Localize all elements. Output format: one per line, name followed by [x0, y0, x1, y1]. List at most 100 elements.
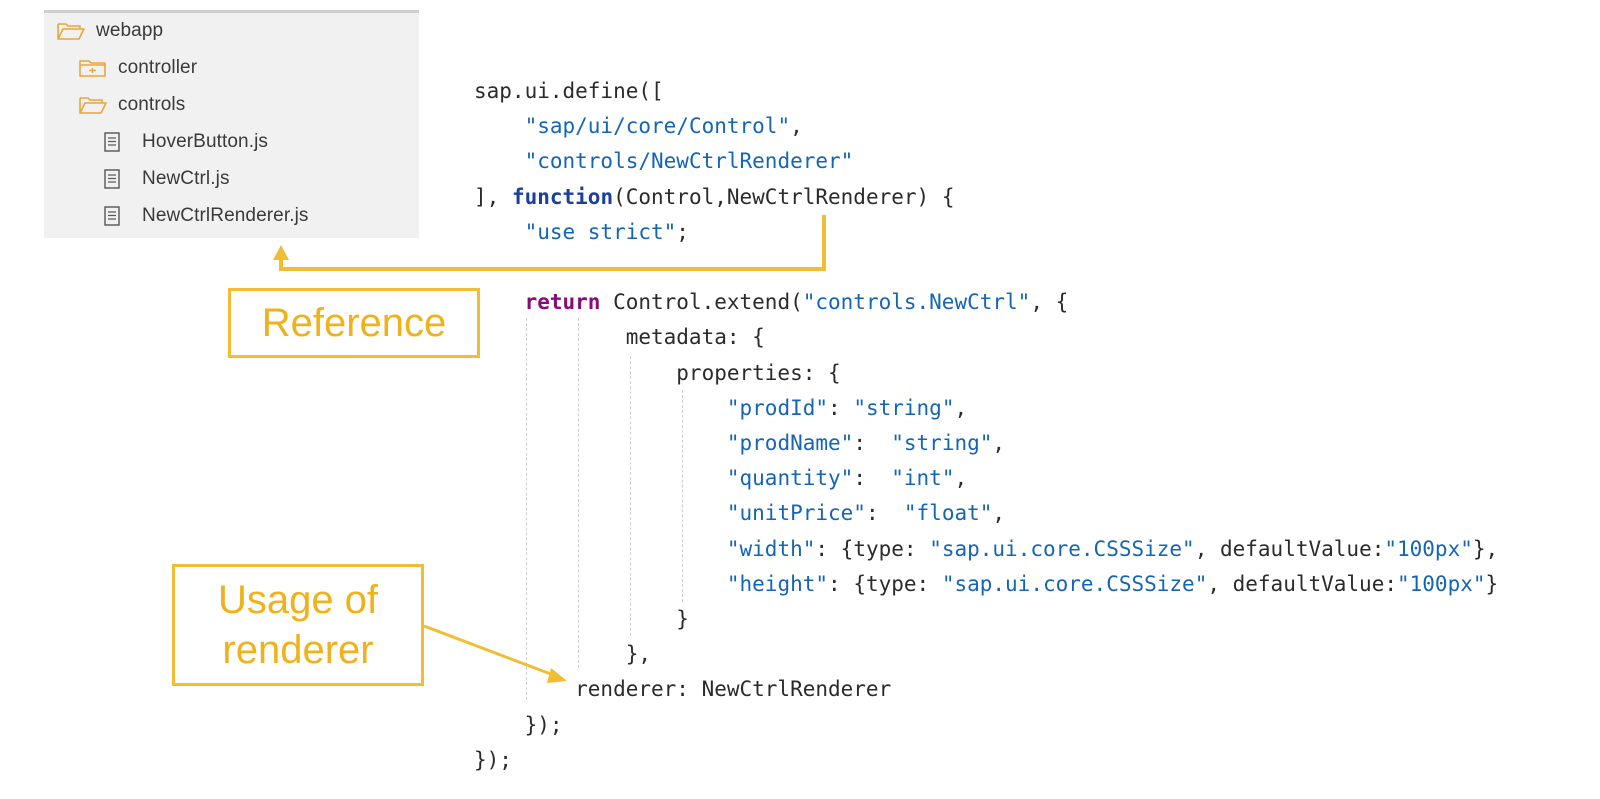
- code-token: "float": [903, 501, 993, 526]
- code-line: "width": {type: "sap.ui.core.CSSSize", d…: [474, 534, 1498, 564]
- package-folder-icon: [78, 56, 110, 80]
- code-token: [474, 572, 727, 596]
- code-line: "use strict";: [474, 217, 689, 247]
- code-token: [474, 114, 525, 138]
- tree-item-hoverbutton-js[interactable]: HoverButton.js: [102, 126, 268, 158]
- tree-item-label: HoverButton.js: [142, 131, 269, 152]
- code-token: renderer: NewCtrlRenderer: [474, 677, 892, 702]
- code-token: : {type:: [815, 536, 930, 561]
- code-token: ,: [954, 466, 968, 491]
- code-line: return Control.extend("controls.NewCtrl"…: [474, 287, 1069, 317]
- code-token: :: [853, 431, 892, 455]
- tree-item-controls[interactable]: controls: [78, 89, 185, 121]
- code-token: [474, 431, 727, 455]
- reference-callout-text: Reference: [261, 300, 447, 345]
- code-line: });: [474, 745, 512, 775]
- code-token: "100px": [1397, 571, 1486, 596]
- code-line: metadata: {: [474, 322, 765, 352]
- code-token: [474, 396, 727, 420]
- code-token: ,: [954, 395, 968, 420]
- usage-callout-line1: Usage of: [217, 578, 379, 622]
- code-token: [474, 220, 525, 244]
- indent-guide: [630, 356, 631, 636]
- code-token: });: [474, 747, 512, 772]
- code-token: return: [524, 290, 601, 315]
- code-token: "string": [891, 431, 993, 455]
- tree-item-label: webapp: [96, 20, 164, 41]
- code-token: :: [865, 501, 904, 526]
- file-icon: [102, 167, 134, 191]
- code-line: renderer: NewCtrlRenderer: [474, 674, 891, 704]
- file-icon: [102, 130, 134, 154]
- code-token: "sap/ui/core/Control": [524, 114, 791, 139]
- code-token: "use strict": [524, 219, 677, 244]
- tree-item-label: controller: [118, 57, 198, 78]
- code-token: });: [474, 712, 563, 737]
- code-line: sap.ui.define([: [474, 76, 664, 106]
- code-token: : {type:: [828, 571, 942, 596]
- indent-guide: [578, 318, 579, 668]
- code-token: [474, 149, 525, 173]
- indent-guide: [526, 318, 527, 700]
- code-token: Control.extend(: [600, 290, 803, 315]
- code-token: ;: [676, 219, 689, 244]
- tree-item-newctrlrenderer-js[interactable]: NewCtrlRenderer.js: [102, 200, 309, 232]
- code-token: :: [828, 395, 854, 420]
- code-line: "sap/ui/core/Control",: [474, 111, 803, 141]
- code-token: }: [1485, 571, 1499, 596]
- tree-item-label: controls: [118, 94, 186, 115]
- code-token: "height": [726, 571, 829, 596]
- code-token: [474, 466, 727, 490]
- code-line: "controls/NewCtrlRenderer": [474, 146, 854, 176]
- code-token: "sap.ui.core.CSSSize": [929, 536, 1195, 561]
- code-line: "unitPrice": "float",: [474, 498, 1005, 528]
- code-token: },: [1472, 536, 1499, 561]
- tree-item-label: NewCtrlRenderer.js: [142, 205, 309, 226]
- code-token: [474, 537, 727, 561]
- code-token: "unitPrice": [726, 501, 866, 526]
- code-line: ], function(Control,NewCtrlRenderer) {: [474, 182, 954, 212]
- code-line: "prodId": "string",: [474, 393, 967, 423]
- code-token: (Control,NewCtrlRenderer) {: [613, 184, 955, 209]
- reference-arrow-head: [273, 245, 289, 260]
- code-token: "prodName": [726, 431, 854, 455]
- code-line: properties: {: [474, 358, 841, 388]
- indent-guide: [682, 390, 683, 602]
- code-token: "string": [853, 395, 955, 420]
- code-token: , defaultValue:: [1194, 536, 1385, 561]
- code-token: sap.ui.define([: [474, 79, 664, 103]
- code-token: , {: [1030, 290, 1069, 315]
- code-line: },: [474, 639, 651, 669]
- code-token: [474, 290, 525, 314]
- usage-of-renderer-callout: Usage of renderer: [172, 564, 424, 686]
- code-token: ,: [992, 431, 1006, 455]
- code-token: ,: [790, 114, 803, 139]
- code-token: "100px": [1384, 536, 1473, 561]
- code-token: "int": [891, 466, 955, 491]
- code-token: "prodId": [726, 395, 829, 420]
- code-token: "controls.NewCtrl": [802, 290, 1031, 315]
- file-tree: webapp controller controls HoverButton.j…: [44, 10, 419, 238]
- code-token: ,: [992, 501, 1006, 526]
- reference-callout: Reference: [228, 288, 480, 358]
- folder-open-icon: [56, 19, 88, 43]
- tree-item-newctrl-js[interactable]: NewCtrl.js: [102, 163, 230, 195]
- code-line: });: [474, 710, 563, 740]
- code-token: ],: [474, 184, 512, 209]
- code-token: :: [853, 466, 892, 491]
- code-line: }: [474, 604, 689, 634]
- code-token: }: [474, 607, 689, 631]
- code-line: "prodName": "string",: [474, 428, 1005, 458]
- code-token: },: [474, 642, 652, 667]
- code-line: "height": {type: "sap.ui.core.CSSSize", …: [474, 569, 1498, 599]
- code-token: properties: {: [474, 360, 841, 385]
- code-token: , defaultValue:: [1207, 571, 1397, 596]
- folder-open-icon: [78, 93, 110, 117]
- code-token: "controls/NewCtrlRenderer": [524, 149, 854, 174]
- code-token: "width": [726, 536, 816, 561]
- tree-item-webapp[interactable]: webapp: [56, 15, 163, 47]
- code-token: metadata: {: [474, 325, 765, 350]
- tree-item-controller[interactable]: controller: [78, 52, 197, 84]
- file-icon: [102, 204, 134, 228]
- code-token: function: [511, 184, 614, 209]
